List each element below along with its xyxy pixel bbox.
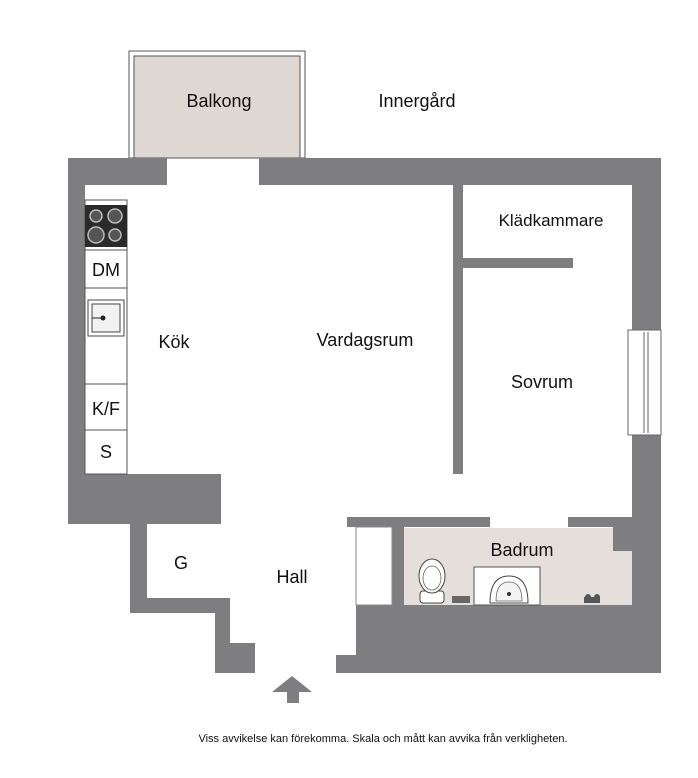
kitchen-label: Kök bbox=[158, 332, 190, 352]
bedroom-label: Sovrum bbox=[511, 372, 573, 392]
shower-tap-icon bbox=[584, 594, 600, 603]
sink-icon bbox=[87, 299, 125, 337]
walls bbox=[68, 158, 661, 673]
dishwasher-label: DM bbox=[92, 260, 120, 280]
fridge-freezer-label: K/F bbox=[92, 399, 120, 419]
washbasin-icon bbox=[473, 566, 541, 606]
living-room-label: Vardagsrum bbox=[317, 330, 414, 350]
balcony-label: Balkong bbox=[186, 91, 251, 111]
walk-in-closet-label: Klädkammare bbox=[499, 211, 604, 230]
wardrobe-label: G bbox=[174, 553, 188, 573]
cabinet-label: S bbox=[100, 442, 112, 462]
courtyard-label: Innergård bbox=[378, 91, 455, 111]
hall-closet bbox=[355, 526, 393, 606]
toilet-icon bbox=[418, 558, 446, 604]
window-icon bbox=[627, 329, 662, 436]
entrance-arrow-icon bbox=[272, 676, 312, 703]
hall-label: Hall bbox=[276, 567, 307, 587]
drain-icon bbox=[452, 596, 470, 603]
balcony bbox=[128, 50, 306, 159]
disclaimer-text: Viss avvikelse kan förekomma. Skala och … bbox=[198, 733, 568, 745]
stove-icon bbox=[85, 205, 127, 247]
bathroom-label: Badrum bbox=[490, 540, 553, 560]
